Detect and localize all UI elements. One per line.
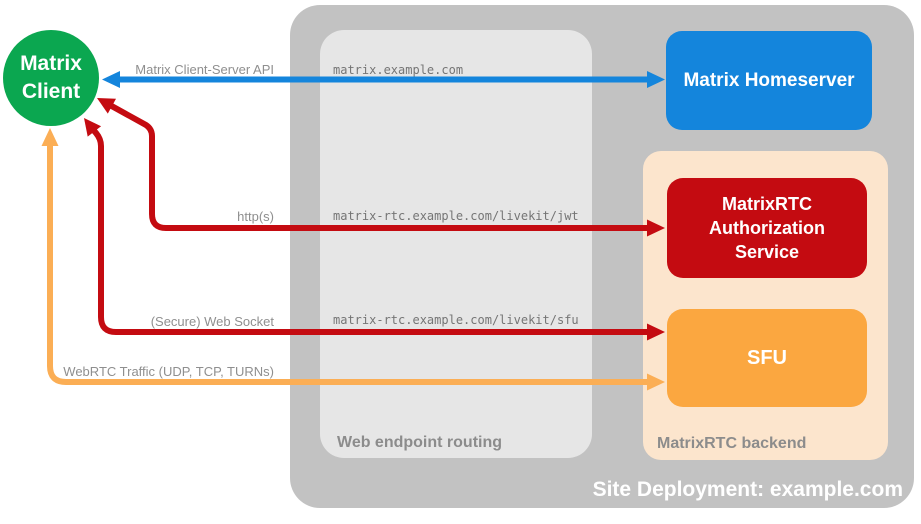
webrtc-traffic-label: WebRTC Traffic (UDP, TCP, TURNs) xyxy=(63,364,274,379)
endpoint-livekit-jwt-url: matrix-rtc.example.com/livekit/jwt xyxy=(333,209,579,223)
web-socket-label: (Secure) Web Socket xyxy=(150,314,274,329)
matrix-client-label-line2: Client xyxy=(21,80,81,103)
matrix-client-label-line1: Matrix xyxy=(20,52,82,75)
site-deployment-label: Site Deployment: example.com xyxy=(592,478,903,501)
matrix-client-node: Matrix Client xyxy=(3,30,99,126)
client-server-api-label: Matrix Client-Server API xyxy=(135,62,274,77)
arrowhead-left-icon xyxy=(84,118,102,137)
endpoint-homeserver-url: matrix.example.com xyxy=(333,63,464,77)
web-endpoint-routing-box: Web endpoint routing xyxy=(320,30,592,458)
matrixrtc-authorization-service-node: MatrixRTC Authorization Service xyxy=(667,178,867,278)
https-label: http(s) xyxy=(237,209,274,224)
endpoint-livekit-sfu-url: matrix-rtc.example.com/livekit/sfu xyxy=(333,313,579,327)
arrowhead-left-icon xyxy=(97,98,116,114)
web-endpoint-routing-label: Web endpoint routing xyxy=(337,434,503,451)
sfu-node: SFU xyxy=(667,309,867,407)
matrixrtc-backend-label: MatrixRTC backend xyxy=(657,435,807,452)
matrix-homeserver-node: Matrix Homeserver xyxy=(666,31,872,130)
arrowhead-up-icon xyxy=(41,128,59,146)
arrowhead-left-icon xyxy=(102,71,120,88)
